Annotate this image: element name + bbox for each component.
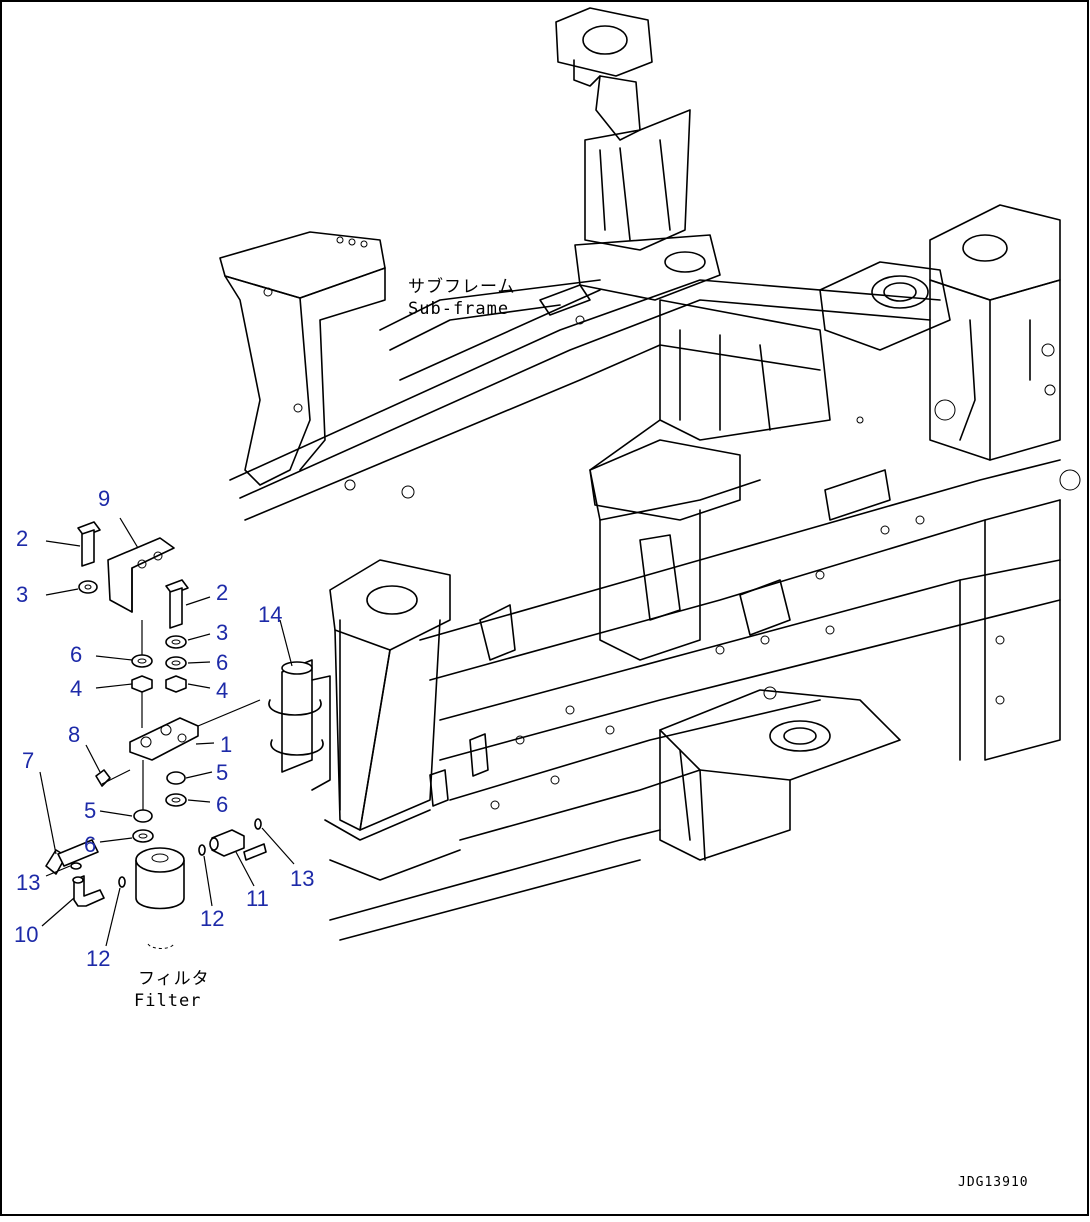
- callout-numbers: 9 2 3 2 3 14 6 6 4 4 8 1 7 5 5 6 6 13 13…: [14, 486, 314, 971]
- sub-frame-label-en: Sub-frame: [408, 299, 509, 319]
- callout-5: 5: [216, 760, 228, 785]
- plate-part: [129, 717, 199, 761]
- callout-2: 2: [16, 526, 28, 551]
- callout-3: 3: [16, 582, 28, 607]
- callout-8: 8: [68, 722, 80, 747]
- exploded-parts: [45, 521, 331, 949]
- callout-9: 9: [98, 486, 110, 511]
- callout-6: 6: [216, 792, 228, 817]
- callout-11: 11: [246, 886, 269, 911]
- callout-13: 13: [290, 866, 314, 891]
- text-labels: サブフレーム Sub-frame フィルタ Filter JDG13910: [134, 276, 1029, 1190]
- callout-12: 12: [200, 906, 224, 931]
- bracket-part: [107, 537, 175, 613]
- filter-label-jp: フィルタ: [138, 969, 210, 989]
- callout-7: 7: [22, 748, 34, 773]
- sub-frame-structure: [219, 7, 1081, 941]
- callout-3: 3: [216, 620, 228, 645]
- callout-2: 2: [216, 580, 228, 605]
- callout-4: 4: [216, 678, 228, 703]
- callout-4: 4: [70, 676, 82, 701]
- drawing-id: JDG13910: [958, 1175, 1029, 1190]
- callout-14: 14: [258, 602, 282, 627]
- callout-6: 6: [84, 832, 96, 857]
- filter-label-en: Filter: [134, 991, 201, 1011]
- sub-frame-label-jp: サブフレーム: [408, 276, 516, 297]
- callout-1: 1: [220, 732, 232, 757]
- callout-6: 6: [70, 642, 82, 667]
- callout-6: 6: [216, 650, 228, 675]
- callout-12: 12: [86, 946, 110, 971]
- leader-lines: [39, 517, 295, 947]
- callout-13: 13: [16, 870, 40, 895]
- callout-5: 5: [84, 798, 96, 823]
- callout-10: 10: [14, 922, 38, 947]
- washer-part: [78, 580, 98, 594]
- filter-housing: [135, 860, 185, 910]
